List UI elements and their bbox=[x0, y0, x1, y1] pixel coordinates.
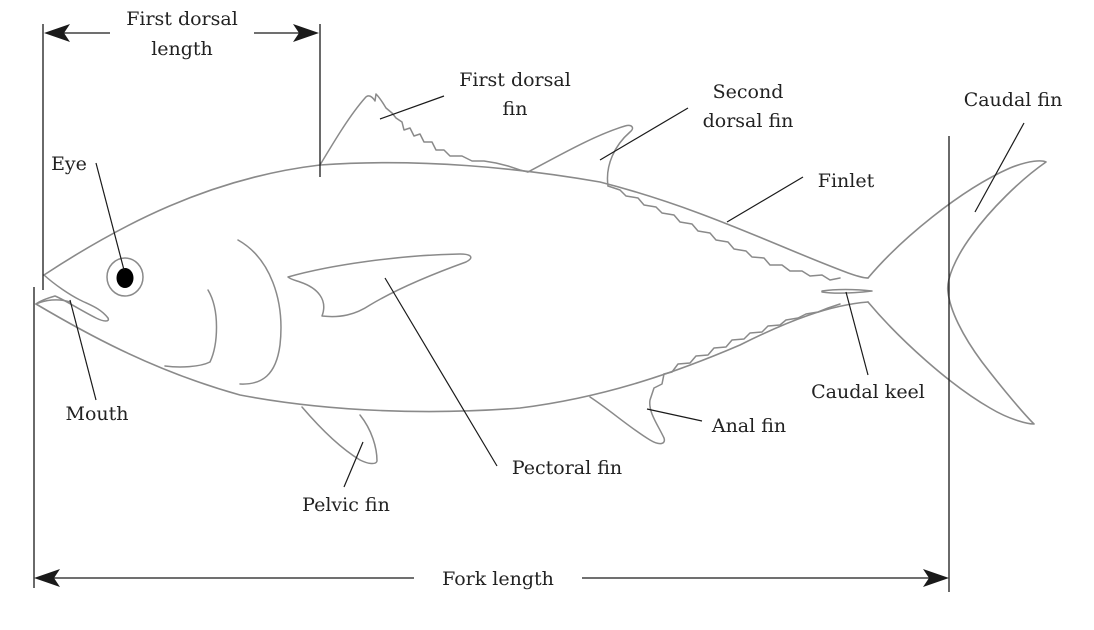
leader-anal-fin bbox=[646, 408, 703, 422]
measurements bbox=[33, 24, 950, 592]
leader-eye bbox=[95, 162, 125, 271]
label-pelvic-fin: Pelvic fin bbox=[302, 494, 390, 516]
fish-outline bbox=[35, 93, 1047, 465]
fork-length-arrowhead-right bbox=[923, 569, 949, 587]
leader-finlet bbox=[726, 176, 804, 223]
fish-anal-fin-outline bbox=[589, 373, 666, 445]
label-eye: Eye bbox=[51, 153, 87, 175]
fish-second-dorsal-fin-outline bbox=[527, 124, 634, 187]
label-first-dorsal-fin-line2: fin bbox=[503, 98, 528, 120]
eye-pupil bbox=[116, 268, 134, 288]
fish-preoperculum bbox=[164, 289, 218, 368]
leader-lines bbox=[69, 95, 1025, 488]
label-first-dorsal-length-line1: First dorsal bbox=[126, 8, 238, 30]
fish-first-dorsal-fin-outline bbox=[319, 93, 529, 173]
labels: First dorsal length First dorsal fin Sec… bbox=[51, 8, 1062, 590]
fish-caudal-fin-outline bbox=[867, 160, 1047, 425]
label-second-dorsal-fin-line1: Second bbox=[713, 81, 784, 103]
leader-caudal-fin bbox=[974, 122, 1025, 213]
fish-dorsal-finlets bbox=[607, 185, 841, 281]
leader-mouth bbox=[69, 299, 97, 401]
label-caudal-keel: Caudal keel bbox=[811, 381, 925, 403]
label-first-dorsal-length-line2: length bbox=[151, 38, 213, 60]
label-mouth: Mouth bbox=[65, 403, 128, 425]
fish-pelvic-fin-outline bbox=[301, 406, 378, 465]
fish-operculum bbox=[237, 239, 282, 385]
fish-lower-body bbox=[35, 301, 869, 413]
eye-ring bbox=[106, 257, 144, 297]
first-dorsal-length-arrowhead-right bbox=[293, 24, 319, 42]
fish-mouth-outline bbox=[35, 274, 110, 322]
leader-caudal-keel bbox=[845, 291, 869, 376]
label-pectoral-fin: Pectoral fin bbox=[512, 457, 622, 479]
leader-pectoral-fin bbox=[384, 277, 498, 467]
fish-caudal-keel bbox=[821, 288, 873, 294]
fish-upper-body bbox=[43, 161, 869, 279]
fork-length-arrowhead-left bbox=[34, 569, 60, 587]
label-anal-fin: Anal fin bbox=[711, 415, 786, 437]
fish-ventral-finlets bbox=[663, 303, 841, 375]
fish-jaw-line bbox=[35, 299, 71, 305]
leader-second-dorsal-fin bbox=[599, 107, 689, 161]
label-fork-length: Fork length bbox=[442, 568, 554, 590]
first-dorsal-length-arrowhead-left bbox=[44, 24, 70, 42]
label-finlet: Finlet bbox=[818, 170, 875, 192]
label-first-dorsal-fin-line1: First dorsal bbox=[459, 69, 571, 91]
leader-pelvic-fin bbox=[343, 441, 364, 488]
leader-first-dorsal-fin bbox=[379, 95, 445, 120]
label-second-dorsal-fin-line2: dorsal fin bbox=[703, 110, 794, 132]
label-caudal-fin: Caudal fin bbox=[964, 89, 1063, 111]
fish-pectoral-fin-outline bbox=[287, 253, 472, 318]
